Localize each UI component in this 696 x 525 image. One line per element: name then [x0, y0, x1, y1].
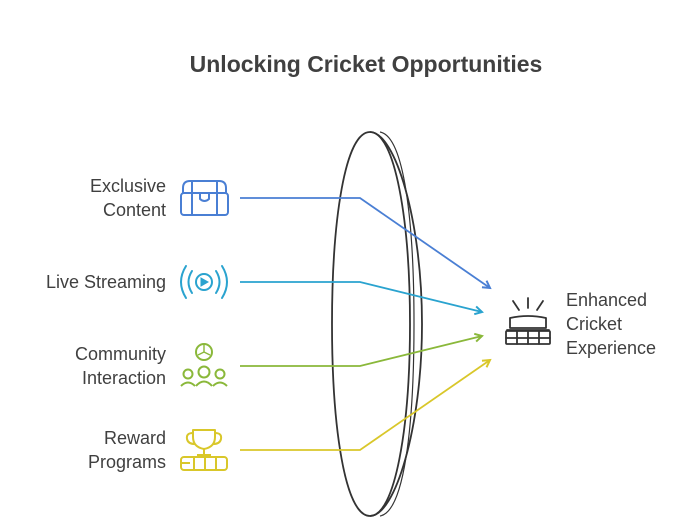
- connector-exclusive-content: [240, 197, 490, 288]
- label-community-interaction: Community Interaction: [74, 344, 166, 388]
- label-exclusive-content: Exclusive Content: [89, 176, 166, 220]
- lens-shape: [331, 131, 423, 517]
- trophy-icon: [180, 429, 228, 471]
- connector-reward-programs: [240, 360, 490, 451]
- diagram-title: Unlocking Cricket Opportunities: [189, 51, 543, 77]
- treasure-chest-icon: [180, 180, 229, 216]
- community-icon: [180, 343, 228, 387]
- label-reward-programs: Reward Programs: [87, 428, 166, 472]
- label-enhanced-cricket-experience: Enhanced Cricket Experience: [566, 290, 657, 358]
- live-stream-icon: [180, 265, 228, 299]
- stadium-icon: [505, 297, 551, 345]
- label-live-streaming: Live Streaming: [45, 272, 166, 292]
- connector-community-interaction: [240, 336, 482, 367]
- connector-live-streaming: [240, 281, 482, 312]
